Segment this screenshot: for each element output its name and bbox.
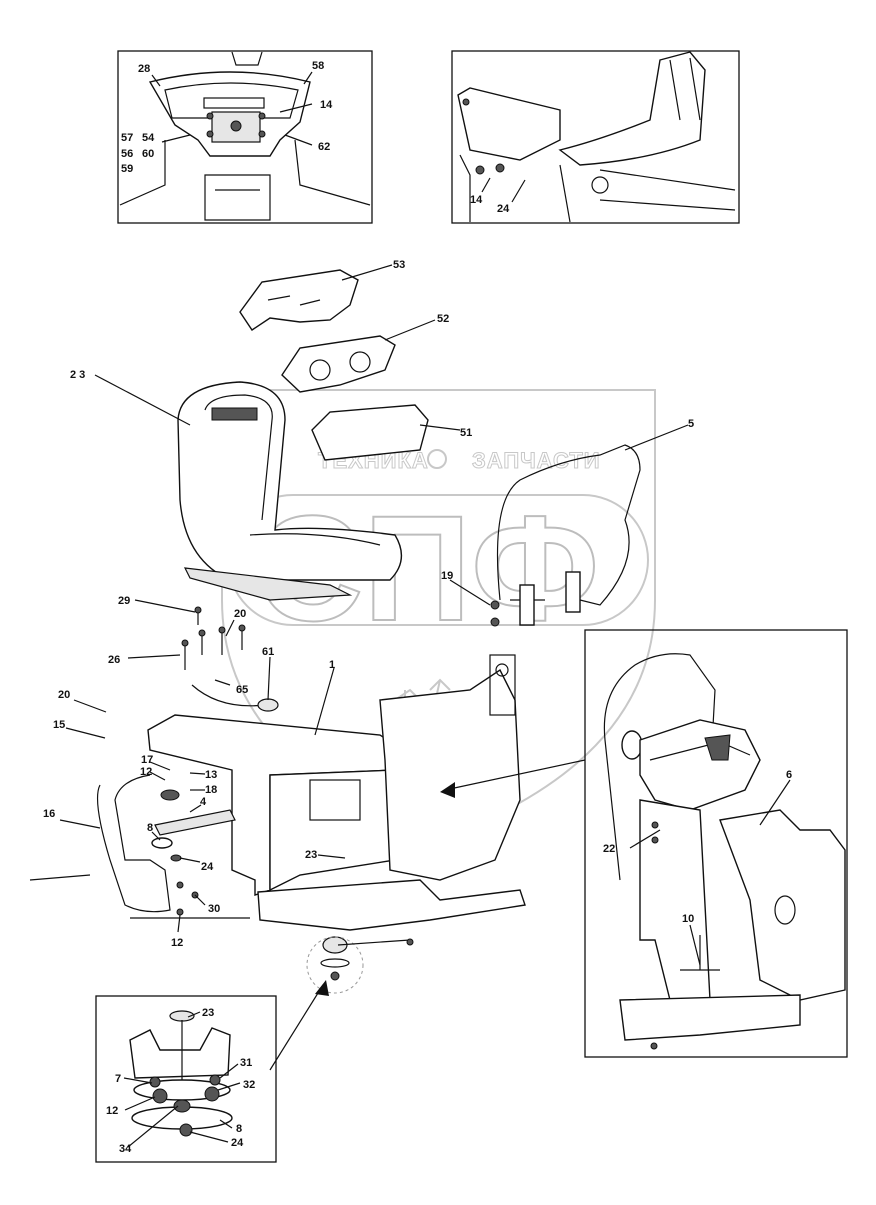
callout-34: 34 <box>119 1143 132 1155</box>
callout-60: 60 <box>142 148 154 160</box>
callout-20: 20 <box>58 689 70 701</box>
callout-18: 18 <box>205 784 217 796</box>
callout-59: 59 <box>121 163 133 175</box>
callout-1: 1 <box>329 659 335 671</box>
control-console <box>639 719 761 811</box>
console-panel-52 <box>281 335 396 393</box>
armrest-pad-51 <box>311 404 429 461</box>
callout-2-3: 2 3 <box>70 369 85 381</box>
callout-65: 65 <box>236 684 248 696</box>
callout-28: 28 <box>138 63 150 75</box>
side-housing <box>379 668 521 881</box>
base-plate <box>619 994 801 1041</box>
callout-19: 19 <box>441 570 453 582</box>
bracket <box>565 571 581 613</box>
watermark-text-right: ЗАПЧАСТИ <box>472 448 601 473</box>
callout-24: 24 <box>497 203 510 215</box>
callout-13: 13 <box>205 769 217 781</box>
callout-53: 53 <box>393 259 405 271</box>
gear-icon <box>427 449 447 469</box>
callout-16: 16 <box>43 808 55 820</box>
inset-frame <box>584 629 848 1058</box>
callout-51: 51 <box>460 427 472 439</box>
inset-bottom-left: 23 31 7 32 12 8 34 24 <box>95 995 277 1163</box>
callout-58: 58 <box>312 60 324 72</box>
callout-14: 14 <box>320 99 333 111</box>
callout-56: 56 <box>121 148 133 160</box>
callout-14: 14 <box>470 194 483 206</box>
callout-26: 26 <box>108 654 120 666</box>
callout-24: 24 <box>201 861 214 873</box>
rubber-damper <box>322 936 348 954</box>
callout-24: 24 <box>231 1137 244 1149</box>
callout-22: 22 <box>603 843 615 855</box>
callout-12: 12 <box>140 766 152 778</box>
mount-cradle <box>129 1027 231 1079</box>
console-housing <box>457 87 561 161</box>
callout-6: 6 <box>786 769 792 781</box>
callout-15: 15 <box>53 719 65 731</box>
operator-seat <box>177 381 403 581</box>
callout-32: 32 <box>243 1079 255 1091</box>
handrail-frame <box>603 653 716 881</box>
callout-30: 30 <box>208 903 220 915</box>
callout-23: 23 <box>305 849 317 861</box>
callout-12: 12 <box>106 1105 118 1117</box>
side-housing <box>719 809 846 1001</box>
callout-17: 17 <box>141 754 153 766</box>
callout-10: 10 <box>682 913 694 925</box>
grab-handle-16 <box>96 774 171 913</box>
callout-31: 31 <box>240 1057 252 1069</box>
callout-7: 7 <box>115 1073 121 1085</box>
callout-52: 52 <box>437 313 449 325</box>
callout-54: 54 <box>142 132 155 144</box>
footrest-plate <box>257 879 526 931</box>
seat-slide-rail <box>183 567 353 601</box>
callout-8: 8 <box>147 822 153 834</box>
callout-23: 23 <box>202 1007 214 1019</box>
callout-61: 61 <box>262 646 274 658</box>
mount-bracket-4 <box>154 809 236 836</box>
callout-62: 62 <box>318 141 330 153</box>
inset-top-right: 14 24 <box>451 50 740 224</box>
callout-57: 57 <box>121 132 133 144</box>
callout-5: 5 <box>688 418 694 430</box>
bracket <box>519 584 535 626</box>
callout-29: 29 <box>118 595 130 607</box>
callout-8: 8 <box>236 1123 242 1135</box>
inset-top-left: 28 58 14 57 54 56 60 59 62 <box>117 50 373 224</box>
inset-frame <box>117 50 373 224</box>
callout-4: 4 <box>200 796 207 808</box>
main-exploded-view: 53 52 2 3 51 5 19 29 20 26 61 65 1 20 15… <box>29 259 694 994</box>
console-cover-53 <box>239 269 359 331</box>
operator-seat <box>558 51 706 166</box>
callout-20: 20 <box>234 608 246 620</box>
callout-12: 12 <box>171 937 183 949</box>
inset-frame <box>95 995 277 1163</box>
inset-right: 6 22 10 <box>584 629 848 1058</box>
inset-frame <box>451 50 740 224</box>
